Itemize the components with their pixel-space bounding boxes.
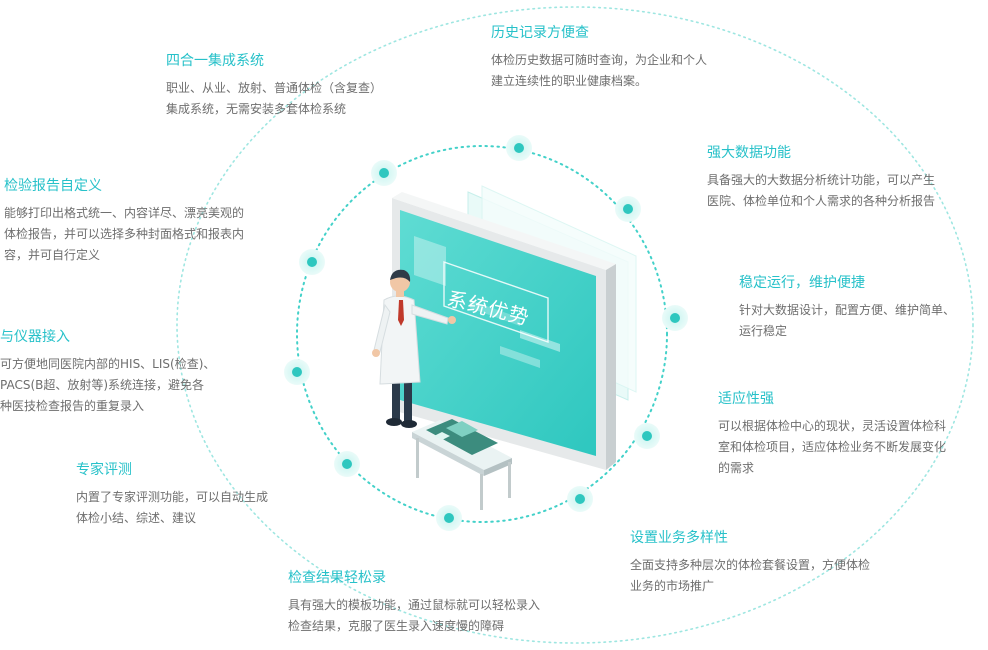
feature-desc: 具有强大的模板功能，通过鼠标就可以轻松录入 检查结果，克服了医生录入速度慢的障碍 <box>288 598 541 633</box>
feature-title: 设置业务多样性 <box>630 530 728 546</box>
feature-desc: 可以根据体检中心的现状，灵活设置体检科 室和体检项目，适应体检业务不断发展变化 … <box>718 419 947 475</box>
feature-entry: 检查结果轻松录 具有强大的模板功能，通过鼠标就可以轻松录入 检查结果，克服了医生… <box>288 569 540 637</box>
feature-variety: 设置业务多样性 全面支持多种层次的体检套餐设置，方便体检 业务的市场推广 <box>630 529 870 597</box>
feature-title: 强大数据功能 <box>707 145 791 161</box>
ring-node <box>371 160 397 186</box>
ring-node <box>436 505 462 531</box>
doctor-figure <box>372 269 456 428</box>
feature-title: 四合一集成系统 <box>166 53 264 69</box>
feature-desc: 能够打印出格式统一、内容详尽、漂亮美观的 体检报告，并可以选择多种封面格式和报表… <box>4 206 245 262</box>
ring-node <box>634 423 660 449</box>
feature-title: 历史记录方便查 <box>491 25 589 41</box>
feature-desc: 全面支持多种层次的体检套餐设置，方便体检 业务的市场推广 <box>630 558 871 593</box>
feature-title: 检验报告自定义 <box>4 178 102 194</box>
feature-bigdata: 强大数据功能 具备强大的大数据分析统计功能，可以产生 医院、体检单位和个人需求的… <box>707 144 935 212</box>
feature-desc: 可方便地同医院内部的HIS、LIS(检查)、 PACS(B超、放射等)系统连接，… <box>0 357 216 413</box>
feature-title: 稳定运行，维护便捷 <box>739 275 865 291</box>
inner-ring <box>296 145 668 523</box>
feature-desc: 内置了专家评测功能，可以自动生成 体检小结、综述、建议 <box>76 490 269 525</box>
feature-desc: 针对大数据设计，配置方便、维护简单、 运行稳定 <box>739 303 956 338</box>
feature-report: 检验报告自定义 能够打印出格式统一、内容详尽、漂亮美观的 体检报告，并可以选择多… <box>4 177 244 266</box>
desk <box>412 419 512 510</box>
feature-integration: 四合一集成系统 职业、从业、放射、普通体检（含复查） 集成系统，无需安装多套体检… <box>166 52 382 120</box>
ring-node <box>299 249 325 275</box>
feature-title: 与仪器接入 <box>0 329 70 345</box>
feature-desc: 职业、从业、放射、普通体检（含复查） 集成系统，无需安装多套体检系统 <box>166 81 383 116</box>
feature-instrument: 与仪器接入 可方便地同医院内部的HIS、LIS(检查)、 PACS(B超、放射等… <box>0 328 215 417</box>
feature-title: 专家评测 <box>76 462 132 478</box>
feature-desc: 体检历史数据可随时查询，为企业和个人 建立连续性的职业健康档案。 <box>491 53 708 88</box>
ring-node <box>615 196 641 222</box>
ring-node <box>334 451 360 477</box>
ring-node <box>567 486 593 512</box>
feature-title: 检查结果轻松录 <box>288 570 386 586</box>
ring-node <box>506 135 532 161</box>
feature-adapt: 适应性强 可以根据体检中心的现状，灵活设置体检科 室和体检项目，适应体检业务不断… <box>718 390 946 479</box>
feature-title: 适应性强 <box>718 391 774 407</box>
ring-node <box>284 359 310 385</box>
feature-expert: 专家评测 内置了专家评测功能，可以自动生成 体检小结、综述、建议 <box>76 461 268 529</box>
feature-history: 历史记录方便查 体检历史数据可随时查询，为企业和个人 建立连续性的职业健康档案。 <box>491 24 707 92</box>
monitor <box>392 192 616 470</box>
feature-stable: 稳定运行，维护便捷 针对大数据设计，配置方便、维护简单、 运行稳定 <box>739 274 955 342</box>
ring-node <box>662 305 688 331</box>
outer-ring <box>176 6 974 644</box>
feature-desc: 具备强大的大数据分析统计功能，可以产生 医院、体检单位和个人需求的各种分析报告 <box>707 173 936 208</box>
ring-nodes <box>284 135 688 531</box>
